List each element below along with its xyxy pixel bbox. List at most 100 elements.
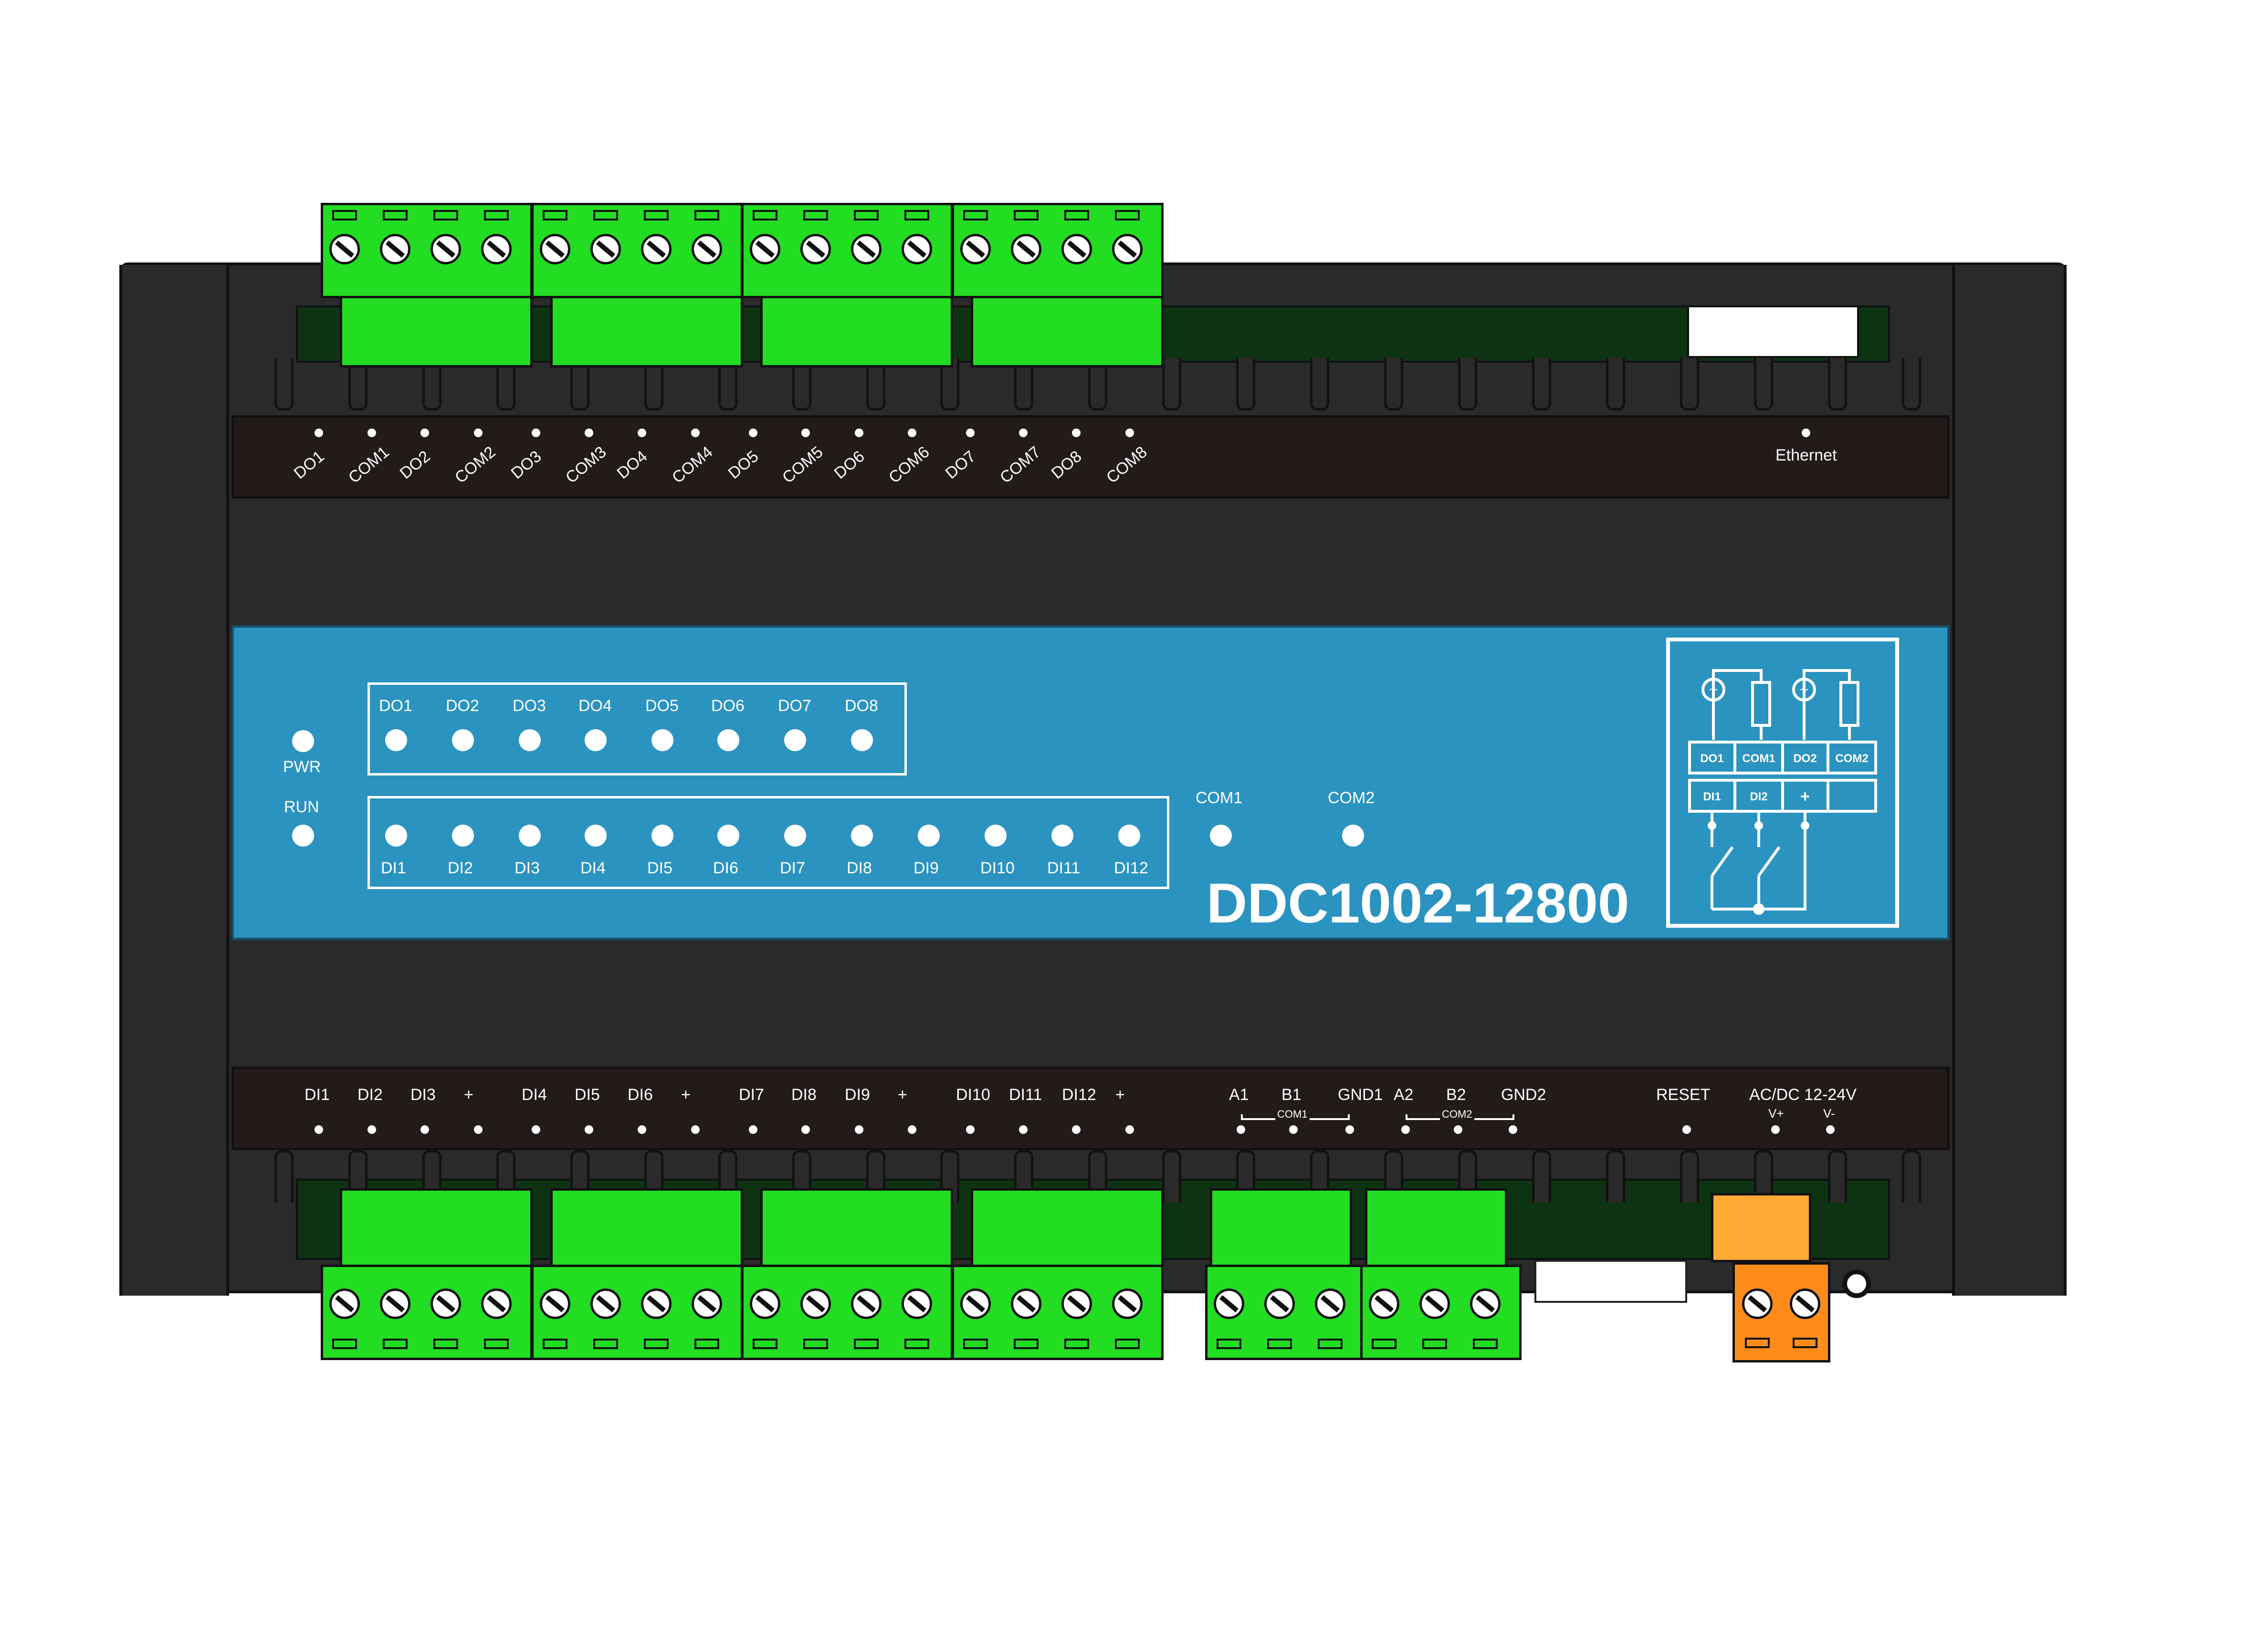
terminal-screw[interactable] [641,1289,672,1319]
terminal-screw[interactable] [750,234,780,264]
do-led-group [368,682,907,775]
terminal-screw[interactable] [481,1289,512,1319]
terminal-screw[interactable] [430,1289,461,1319]
top-pin-dot [1125,429,1134,437]
pwr-label: PWR [283,758,321,776]
terminal-body [971,1188,1164,1267]
terminal-screw[interactable] [692,1289,722,1319]
do-led-label: DO5 [645,697,679,715]
terminal-screw[interactable] [851,234,882,264]
pwr-led [292,730,314,752]
terminal-screw[interactable] [800,234,831,264]
terminal-slot [433,1339,458,1349]
bottom-pin-label: DI1 [304,1086,330,1104]
bottom-pin-label: + [898,1086,907,1104]
resistor-icon [1751,681,1771,727]
do-led [385,729,407,751]
terminal-screw[interactable] [1214,1289,1244,1319]
terminal-screw[interactable] [692,234,722,264]
di-led [918,825,940,847]
heat-fin [1384,358,1403,410]
heat-fin [1162,1150,1181,1203]
rs485-label: A1 [1229,1086,1249,1104]
terminal-screw[interactable] [1264,1289,1295,1319]
terminal-slot [1014,210,1039,220]
terminal-screw[interactable] [1470,1289,1501,1319]
terminal-screw[interactable] [1112,234,1143,264]
right-rail-clip [1952,265,2067,1296]
do-led [519,729,541,751]
terminal-screw[interactable] [329,234,360,264]
terminal-screw[interactable] [481,234,512,264]
power-screw-vminus[interactable] [1790,1289,1820,1319]
terminal-slot [593,1339,618,1349]
terminal-screw[interactable] [960,234,991,264]
terminal-screw[interactable] [329,1289,360,1319]
terminal-screw[interactable] [1112,1289,1143,1319]
lamp-icon [1701,678,1725,702]
terminal-screw[interactable] [902,234,932,264]
terminal-screw[interactable] [960,1289,991,1319]
terminal-body [971,296,1164,367]
vminus-dot [1826,1125,1835,1134]
terminal-screw[interactable] [380,234,410,264]
bottom-pin-dot [1125,1125,1134,1134]
bottom-pin-dot [474,1125,483,1134]
do-led-label: DO8 [845,697,878,715]
terminal-screw[interactable] [851,1289,882,1319]
reset-button[interactable] [1682,1125,1691,1134]
heat-fin [1754,358,1773,410]
terminal-screw[interactable] [902,1289,932,1319]
terminal-body [1210,1188,1352,1267]
terminal-slot [1318,1339,1343,1349]
terminal-screw[interactable] [800,1289,831,1319]
bottom-pin-dot [966,1125,975,1134]
terminal-screw[interactable] [430,234,461,264]
power-screw-vplus[interactable] [1742,1289,1773,1319]
terminal-screw[interactable] [380,1289,410,1319]
do-led-label: DO3 [513,697,546,715]
terminal-slot [963,1339,988,1349]
heat-fin [1902,358,1921,410]
terminal-screw[interactable] [750,1289,780,1319]
bottom-pin-label: + [464,1086,473,1104]
terminal-screw[interactable] [1061,1289,1092,1319]
di-led-label: DI1 [381,859,406,877]
terminal-screw[interactable] [1061,234,1092,264]
terminal-screw[interactable] [641,234,672,264]
top-pin-dot [966,429,975,437]
terminal-screw[interactable] [540,1289,570,1319]
top-pin-dot [585,429,593,437]
bottom-pin-label: DI8 [791,1086,817,1104]
top-pin-dot [638,429,646,437]
com2-led [1342,825,1364,847]
terminal-slot [1372,1339,1396,1349]
terminal-screw[interactable] [590,1289,621,1319]
top-pin-dot [1019,429,1028,437]
rs485-dot [1345,1125,1354,1134]
heat-fin [1902,1150,1921,1203]
di-led-label: DI4 [580,859,606,877]
bottom-pin-dot [908,1125,916,1134]
terminal-screw[interactable] [1419,1289,1450,1319]
rs485-label: B1 [1281,1086,1302,1104]
terminal-screw[interactable] [1011,234,1041,264]
terminal-body [550,296,743,367]
terminal-screw[interactable] [1315,1289,1345,1319]
heat-fin [1162,358,1181,410]
terminal-screw[interactable] [540,234,570,264]
wiring-di1: DI1 [1703,790,1721,803]
terminal-slot [1064,210,1089,220]
terminal-body [340,1188,533,1267]
vminus-label: V- [1823,1106,1835,1121]
terminal-slot [803,1339,828,1349]
terminal-screw[interactable] [1011,1289,1041,1319]
terminal-slot [1014,1339,1039,1349]
terminal-screw[interactable] [590,234,621,264]
din-latch[interactable] [1534,1260,1687,1303]
power-label: AC/DC 12-24V [1749,1086,1857,1104]
terminal-slot [854,1339,879,1349]
wiring-di2: DI2 [1750,790,1767,803]
ethernet-port[interactable] [1687,305,1859,358]
terminal-screw[interactable] [1369,1289,1399,1319]
